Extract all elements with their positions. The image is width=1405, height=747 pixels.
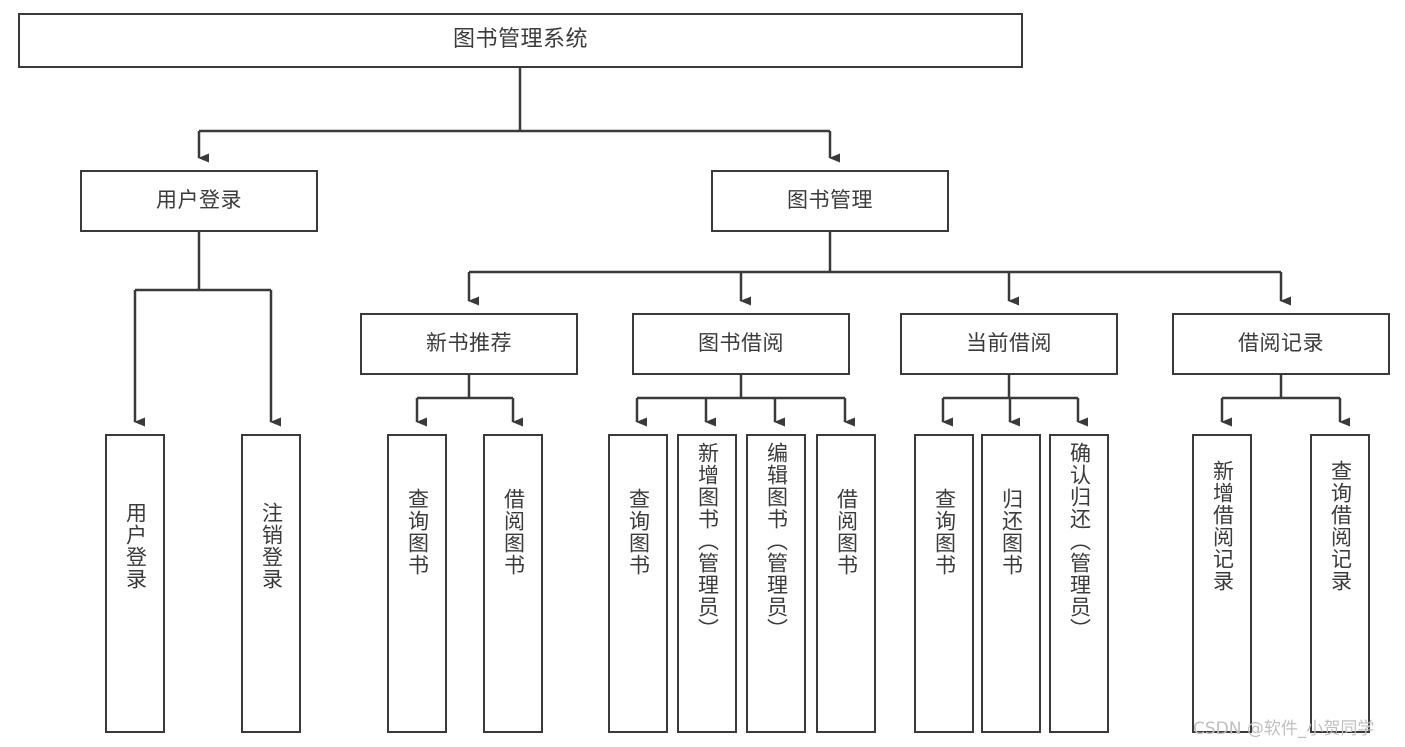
node-new-book-recommend[interactable]: 新书推荐 (360, 313, 578, 375)
node-borrow-record[interactable]: 借阅记录 (1172, 313, 1390, 375)
node-current-borrow[interactable]: 当前借阅 (900, 313, 1118, 375)
node-root-book-management-system[interactable]: 图书管理系统 (18, 13, 1023, 68)
node-label: 当前借阅 (966, 331, 1052, 356)
leaf-borrow-book-recommend[interactable]: 借阅图书 (483, 434, 543, 733)
node-label: 编辑图书（管理员） (764, 442, 789, 640)
node-label: 图书管理系统 (452, 27, 588, 53)
node-label: 借阅记录 (1238, 331, 1324, 356)
leaf-borrow-book-borrow[interactable]: 借阅图书 (816, 434, 876, 733)
watermark: CSDN @软件_小贺同学 (1193, 719, 1375, 739)
node-label: 新增图书（管理员） (695, 442, 720, 640)
node-label: 注销登录 (259, 502, 284, 590)
leaf-confirm-return-admin[interactable]: 确认归还（管理员） (1049, 434, 1109, 733)
node-user-login[interactable]: 用户登录 (80, 170, 318, 232)
leaf-query-book-borrow[interactable]: 查询图书 (608, 434, 668, 733)
leaf-query-book-recommend[interactable]: 查询图书 (387, 434, 447, 733)
leaf-add-borrow-record[interactable]: 新增借阅记录 (1192, 434, 1252, 733)
node-label: 确认归还（管理员） (1067, 442, 1092, 640)
node-label: 图书借阅 (698, 331, 784, 356)
leaf-user-login[interactable]: 用户登录 (105, 434, 165, 733)
node-label: 新书推荐 (426, 331, 512, 356)
node-label: 查询图书 (405, 488, 430, 576)
node-label: 图书管理 (787, 188, 873, 213)
node-label: 查询图书 (626, 488, 651, 576)
leaf-query-book-current[interactable]: 查询图书 (914, 434, 974, 733)
leaf-edit-book-admin[interactable]: 编辑图书（管理员） (746, 434, 806, 733)
leaf-query-borrow-record[interactable]: 查询借阅记录 (1310, 434, 1370, 733)
node-label: 查询图书 (932, 488, 957, 576)
node-label: 用户登录 (156, 188, 242, 213)
node-book-borrow[interactable]: 图书借阅 (632, 313, 850, 375)
node-book-management[interactable]: 图书管理 (711, 170, 949, 232)
node-label: 查询借阅记录 (1328, 460, 1353, 592)
node-label: 新增借阅记录 (1210, 460, 1235, 592)
leaf-return-book[interactable]: 归还图书 (981, 434, 1041, 733)
node-label: 借阅图书 (834, 488, 859, 576)
leaf-add-book-admin[interactable]: 新增图书（管理员） (677, 434, 737, 733)
leaf-logout-login[interactable]: 注销登录 (241, 434, 301, 733)
node-label: 用户登录 (123, 502, 148, 590)
node-label: 归还图书 (999, 488, 1024, 576)
node-label: 借阅图书 (501, 488, 526, 576)
